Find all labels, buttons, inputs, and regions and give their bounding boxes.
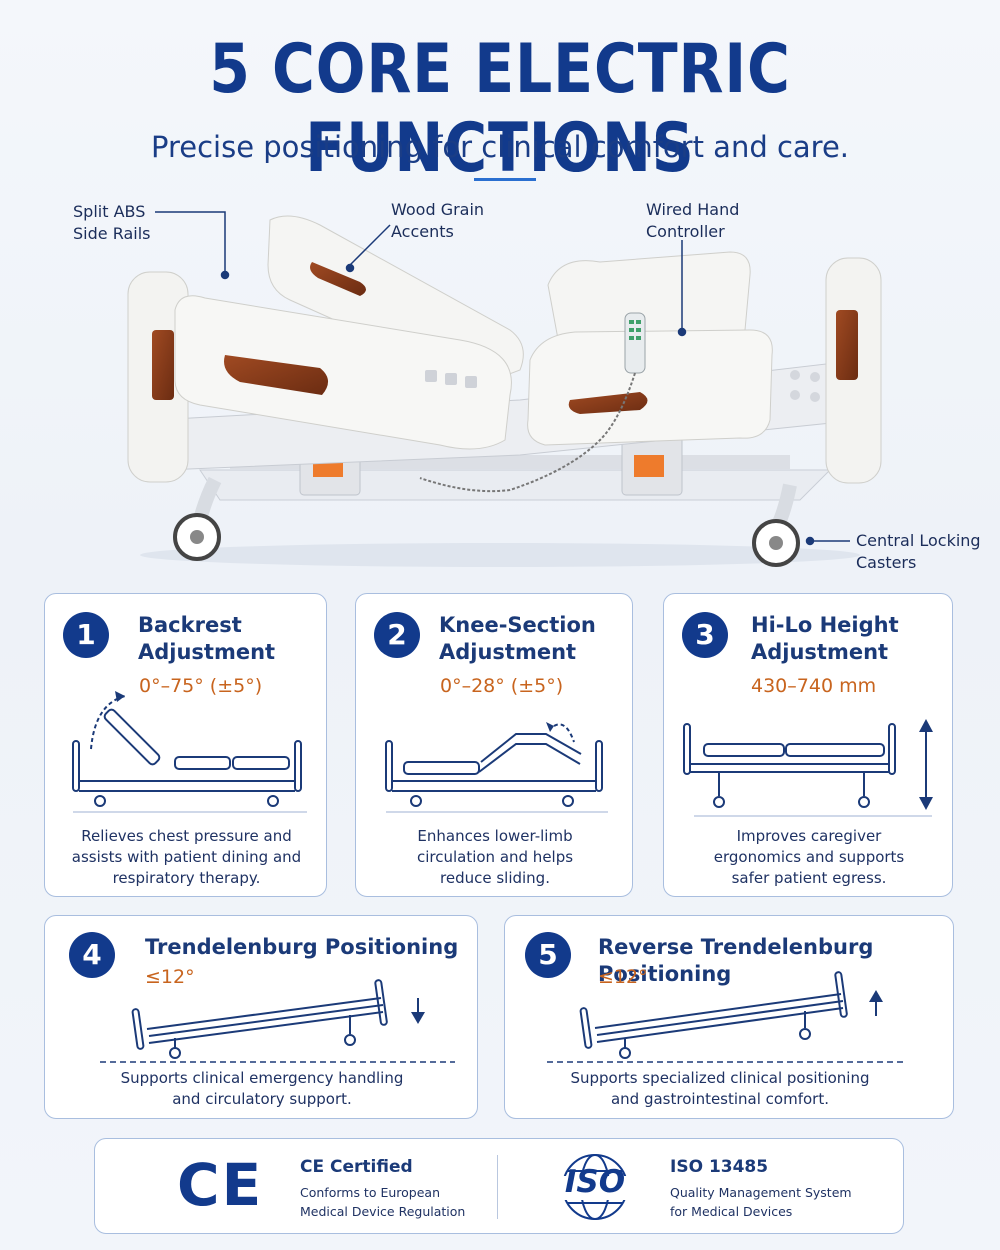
callout-side-rails-line1: Split ABS [73, 202, 146, 221]
card-range: ≤12° [598, 966, 648, 988]
card-description-line2: and circulatory support. [172, 1090, 352, 1108]
step-number-badge: 1 [63, 612, 109, 658]
knee-section-diagram [385, 722, 608, 813]
card-description-line2: circulation and helps [416, 848, 574, 866]
ce-description-line1: Conforms to European [300, 1185, 440, 1200]
card-description: Improves caregiver ergonomics and suppor… [674, 826, 944, 889]
card-title-line1: Hi-Lo Height [751, 613, 899, 637]
callout-side-rails-line2: Side Rails [73, 224, 151, 243]
card-range: 0°–28° (±5°) [440, 675, 564, 697]
page-subtitle: Precise positioning for clinical comfort… [150, 130, 850, 164]
callout-casters-line2: Casters [856, 553, 917, 572]
function-card-knee-section: 2 Knee-Section Adjustment 0°–28° (±5°) E… [355, 593, 633, 897]
caster-right [752, 519, 800, 567]
divider [497, 1155, 498, 1219]
card-range: 430–740 mm [751, 675, 877, 697]
callout-hand-controller-line2: Controller [646, 222, 725, 241]
iso-globe-icon [557, 1154, 633, 1220]
card-description-line3: reduce sliding. [440, 869, 550, 887]
ce-title: CE Certified [300, 1157, 413, 1177]
function-card-hi-lo-height: 3 Hi-Lo Height Adjustment 430–740 mm Imp… [663, 593, 953, 897]
function-card-reverse-trendelenburg: 5 Reverse Trendelenburg Positioning ≤12°… [504, 915, 954, 1119]
card-title: Knee-Section Adjustment [439, 612, 596, 666]
certifications-panel: CE CE Certified Conforms to European Med… [94, 1138, 904, 1234]
card-title-line2: Adjustment [439, 640, 577, 664]
iso-description: Quality Management System for Medical De… [670, 1183, 852, 1221]
trendelenburg-diagram [100, 979, 455, 1063]
callout-wood-grain-line1: Wood Grain [391, 200, 485, 219]
hand-controller [419, 312, 646, 493]
hi-lo-diagram [683, 719, 933, 817]
card-range: 0°–75° (±5°) [139, 675, 263, 697]
card-title-line2: Adjustment [751, 640, 889, 664]
card-title: Backrest Adjustment [138, 612, 275, 666]
card-title: Trendelenburg Positioning [145, 935, 459, 959]
callout-side-rails: Split ABS Side Rails [73, 201, 150, 245]
reverse-trendelenburg-diagram [547, 971, 907, 1063]
card-description: Enhances lower-limb circulation and help… [366, 826, 624, 889]
card-description-line1: Enhances lower-limb [417, 827, 573, 845]
card-title-line2: Adjustment [138, 640, 276, 664]
function-card-backrest: 1 Backrest Adjustment 0°–75° (±5°) Relie… [44, 593, 327, 897]
backrest-diagram [72, 691, 307, 813]
callout-casters: Central Locking Casters [856, 530, 981, 574]
card-title-line1: Backrest [138, 613, 242, 637]
card-title-line1: Knee-Section [439, 613, 596, 637]
step-number-badge: 5 [525, 932, 571, 978]
callout-hand-controller: Wired Hand Controller [646, 199, 739, 243]
callout-hand-controller-line1: Wired Hand [646, 200, 740, 219]
card-description-line2: assists with patient dining and [71, 848, 302, 866]
caster-left [173, 513, 221, 561]
ce-description-line2: Medical Device Regulation [300, 1204, 466, 1219]
card-title: Hi-Lo Height Adjustment [751, 612, 899, 666]
card-description-line1: Supports clinical emergency handling [120, 1069, 404, 1087]
card-description-line3: safer patient egress. [731, 869, 887, 887]
iso-description-line1: Quality Management System [670, 1185, 852, 1200]
callout-wood-grain-line2: Accents [391, 222, 454, 241]
title-divider [474, 178, 536, 181]
card-title: Reverse Trendelenburg Positioning [598, 935, 874, 986]
card-description-line3: respiratory therapy. [112, 869, 261, 887]
callout-casters-line1: Central Locking [856, 531, 981, 550]
iso-title: ISO 13485 [670, 1157, 769, 1177]
card-range: ≤12° [145, 966, 195, 988]
card-description-line1: Improves caregiver [736, 827, 882, 845]
hospital-bed-illustration [127, 211, 882, 567]
card-description-line1: Relieves chest pressure and [81, 827, 292, 845]
ce-logo: CE [177, 1151, 264, 1219]
step-number-badge: 3 [682, 612, 728, 658]
step-number-badge: 4 [69, 932, 115, 978]
callout-wood-grain: Wood Grain Accents [391, 199, 484, 243]
card-description: Supports clinical emergency handling and… [55, 1068, 469, 1110]
iso-description-line2: for Medical Devices [670, 1204, 793, 1219]
card-description-line2: ergonomics and supports [713, 848, 905, 866]
card-description-line1: Supports specialized clinical positionin… [570, 1069, 870, 1087]
iso-logo: ISO [564, 1164, 626, 1200]
card-description: Supports specialized clinical positionin… [515, 1068, 925, 1110]
page-title: 5 CORE ELECTRIC FUNCTIONS [209, 30, 791, 188]
ce-description: Conforms to European Medical Device Regu… [300, 1183, 465, 1221]
card-description-line2: and gastrointestinal comfort. [610, 1090, 829, 1108]
card-description: Relieves chest pressure and assists with… [55, 826, 318, 889]
function-card-trendelenburg: 4 Trendelenburg Positioning ≤12° Support… [44, 915, 478, 1119]
step-number-badge: 2 [374, 612, 420, 658]
